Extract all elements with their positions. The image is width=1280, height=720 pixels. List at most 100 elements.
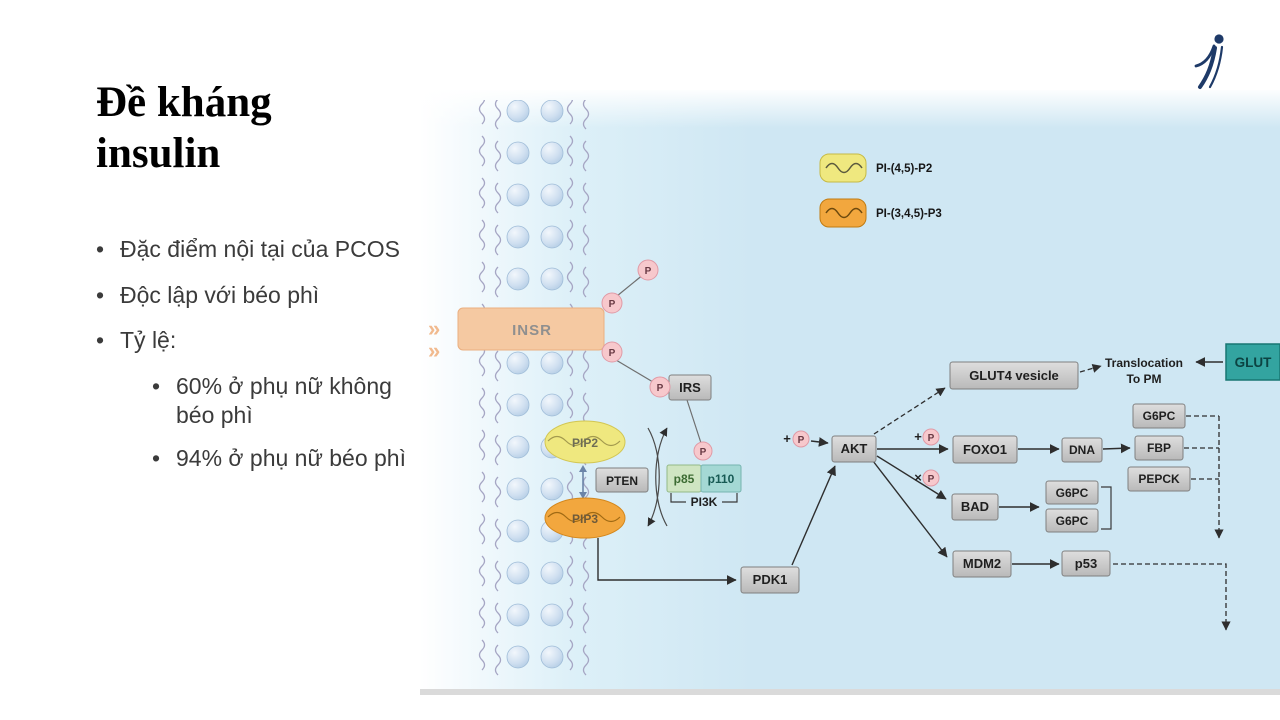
fbp-label: FBP: [1147, 441, 1171, 455]
p110-label: p110: [708, 472, 735, 486]
node-pdk1: PDK1: [740, 566, 800, 594]
bullet-item: Tỷ lệ:: [96, 326, 436, 355]
legend-item-pip3: PI-(3,4,5)-P3: [819, 198, 942, 228]
arrow-vesicle-translocation: [1079, 363, 1102, 373]
dashed-p53-out: [1113, 563, 1231, 631]
insulin-chevron-icon: »: [428, 316, 440, 341]
legend-item-pip2: PI-(4,5)-P2: [819, 153, 932, 183]
node-pip3: PIP3: [544, 497, 626, 539]
pip2-wave: [547, 435, 621, 447]
phospho-p: P: [693, 441, 713, 461]
foxo1-box: [952, 435, 1018, 464]
plus-sign: +: [783, 431, 791, 446]
bullet-marker: [96, 235, 120, 264]
phospho-p: P: [601, 292, 623, 314]
text-panel: Đề kháng insulin Đặc điểm nội tại của PC…: [96, 78, 436, 486]
pdk1-box: [740, 566, 800, 594]
bullet-text: 60% ở phụ nữ không béo phì: [176, 372, 392, 429]
arrow-akt-mdm2: [872, 460, 948, 558]
pepck-box: [1127, 466, 1191, 492]
pip2-label: PIP2: [572, 436, 598, 450]
arrow-pip2-pip3-cycle: [647, 427, 660, 527]
g6pc-box: [1132, 403, 1186, 429]
node-g6pc-3: G6PC: [1045, 508, 1099, 533]
legend-wave-pip3: [825, 207, 863, 219]
glut-label: GLUT: [1235, 355, 1272, 370]
node-glut: GLUT: [1225, 343, 1280, 381]
bullet-subitem: 60% ở phụ nữ không béo phì: [152, 372, 436, 431]
bottom-divider: [420, 689, 1280, 695]
akt-box: [831, 435, 877, 463]
arrow-pdk1-akt: [791, 465, 836, 566]
node-insr: INSR: [457, 307, 605, 351]
phospho-p: P: [922, 428, 940, 446]
arrow-dna-genes: [1102, 443, 1131, 454]
legend: PI-(4,5)-P2 PI-(3,4,5)-P3: [819, 153, 942, 228]
bullet-marker: [96, 326, 120, 355]
node-pepck: PEPCK: [1127, 466, 1191, 492]
connectors: [579, 273, 1231, 631]
arrow-p-akt: [810, 437, 829, 447]
svg-text:P: P: [645, 266, 652, 277]
logo-icon: [1192, 30, 1234, 90]
g6pc-pair-bracket: [1101, 486, 1112, 530]
mdm2-box: [952, 550, 1012, 578]
pepck-label: PEPCK: [1138, 472, 1180, 486]
bullet-text: Tỷ lệ:: [120, 327, 177, 354]
arrow-pip3-pdk1: [597, 538, 737, 585]
translocation-label: Translocation: [1105, 356, 1183, 370]
glut4-vesicle-box: [949, 361, 1079, 390]
node-pten: PTEN: [595, 467, 649, 493]
bullet-marker: [96, 281, 120, 310]
logo-figure-icon: [1194, 34, 1224, 89]
p53-label: p53: [1075, 556, 1097, 571]
legend-label-pip2: PI-(4,5)-P2: [876, 163, 932, 175]
foxo1-label: FOXO1: [963, 442, 1007, 457]
node-dna: DNA: [1061, 437, 1103, 463]
node-pi3k: PI3K: [670, 493, 738, 509]
label-translocation: Translocation To PM: [1105, 356, 1183, 386]
p85-label: p85: [674, 472, 695, 486]
phospho-group: P P P P P P P P + + ×: [601, 259, 940, 487]
p53-box: [1061, 550, 1111, 577]
pdk1-label: PDK1: [753, 572, 788, 587]
fbp-box: [1134, 435, 1184, 461]
node-irs: IRS: [668, 374, 712, 401]
bullet-list: Đặc điểm nội tại của PCOS Độc lập với bé…: [96, 235, 436, 473]
pip3-ellipse: [544, 497, 626, 539]
insr-box: [457, 307, 605, 351]
legend-wave-pip2: [825, 162, 863, 174]
insr-label: INSR: [512, 322, 552, 339]
arrow-pip3-pip2-cycle: [655, 427, 668, 527]
bullet-marker: [152, 372, 176, 431]
g6pc-box: [1045, 508, 1099, 533]
bad-label: BAD: [961, 499, 989, 514]
node-foxo1: FOXO1: [952, 435, 1018, 464]
pten-label: PTEN: [606, 474, 638, 488]
node-pip2: PIP2: [544, 420, 626, 464]
pathway-svg: » »: [428, 100, 1280, 676]
pi3k-bracket: [670, 493, 738, 503]
g6pc-label: G6PC: [1143, 409, 1176, 423]
mdm2-label: MDM2: [963, 556, 1001, 571]
g6pc-label: G6PC: [1056, 486, 1089, 500]
legend-swatch-pip2: [819, 153, 867, 183]
bad-box: [951, 493, 999, 521]
bullet-item: Độc lập với béo phì: [96, 281, 436, 310]
arrow-akt-glut4vesicle: [873, 387, 946, 435]
svg-text:P: P: [657, 383, 664, 394]
glut4-vesicle-label: GLUT4 vesicle: [969, 368, 1059, 383]
pten-arrowhead-up: [579, 465, 587, 472]
bullet-marker: [152, 444, 176, 473]
node-glut4-vesicle: GLUT4 vesicle: [949, 361, 1079, 390]
slide-title: Đề kháng insulin: [96, 79, 272, 177]
arrow-akt-bad: [876, 455, 947, 500]
node-p85: p85: [666, 464, 702, 493]
pathway-diagram: » »: [420, 90, 1280, 690]
node-bad: BAD: [951, 493, 999, 521]
svg-text:P: P: [609, 348, 616, 359]
p110-box: [700, 464, 742, 493]
bullet-subitem: 94% ở phụ nữ béo phì: [152, 444, 436, 473]
insulin-chevron-icon: »: [428, 338, 440, 363]
node-p110: p110: [700, 464, 742, 493]
